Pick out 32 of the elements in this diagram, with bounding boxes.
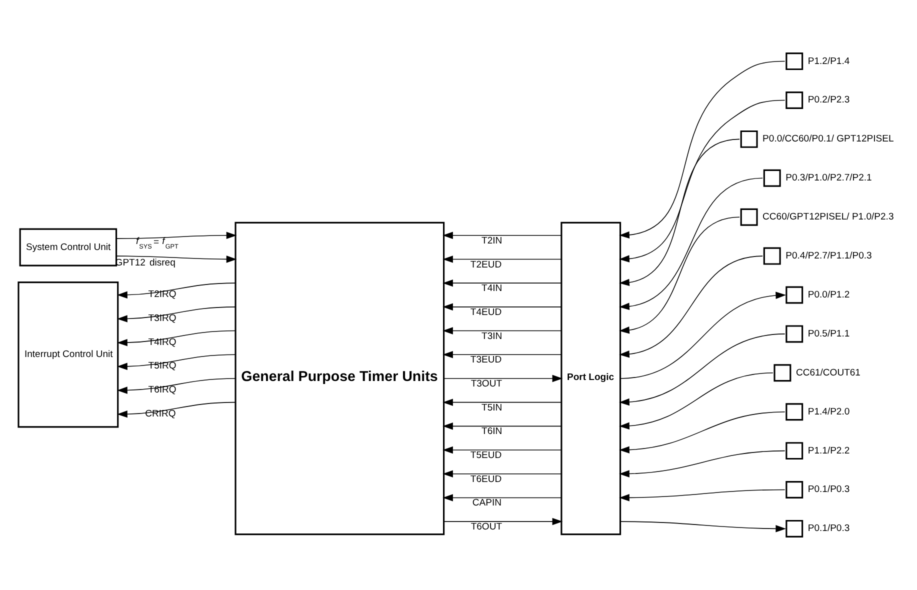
node-label: P0.0/CC60/P0.1/ GPT12PISEL [762, 134, 894, 145]
edge-label: T3OUT [470, 378, 502, 390]
edge-label: T6OUT [470, 522, 502, 533]
edge-label: T4IN [482, 283, 502, 294]
node-label: P0.5/P1.1 [808, 328, 850, 340]
edge-label: T5IN [482, 402, 502, 414]
edge-label: T6IRQ [148, 384, 176, 396]
edge-label: T2EUD [470, 259, 502, 270]
edge-label: T5EUD [470, 450, 502, 462]
edge-label: T3EUD [470, 354, 502, 366]
edge-label: T2IRQ [148, 289, 176, 300]
edge-label: T4IRQ [148, 336, 176, 348]
node-label: CC61/COUT61 [796, 367, 860, 378]
edge-label: T6EUD [470, 474, 502, 485]
edge-label: T4EUD [470, 306, 502, 318]
edge-label: T6IN [482, 426, 502, 438]
edge-label: T5IRQ [148, 360, 176, 372]
node-label: P0.3/P1.0/P2.7/P2.1 [786, 172, 872, 184]
node-label: CC60/GPT12PISEL/ P1.0/P2.3 [762, 212, 894, 223]
node-label: P1.2/P1.4 [808, 56, 850, 67]
node-label: P0.1/P0.3 [808, 523, 850, 534]
node-label: P0.0/P1.2 [808, 289, 850, 300]
node-label: P0.4/P2.7/P1.1/P0.3 [786, 250, 872, 262]
edge-label: T3IRQ [148, 312, 176, 324]
node-label: P0.2/P2.3 [808, 94, 850, 106]
node-label: P0.1/P0.3 [808, 484, 850, 496]
node-label: P1.4/P2.0 [808, 406, 850, 418]
edge-label: CRIRQ [145, 408, 176, 420]
node-label: P1.1/P2.2 [808, 445, 850, 456]
edge-label: CAPIN [472, 498, 502, 509]
edge-label: T2IN [482, 235, 502, 246]
edge-label: T3IN [482, 330, 502, 342]
